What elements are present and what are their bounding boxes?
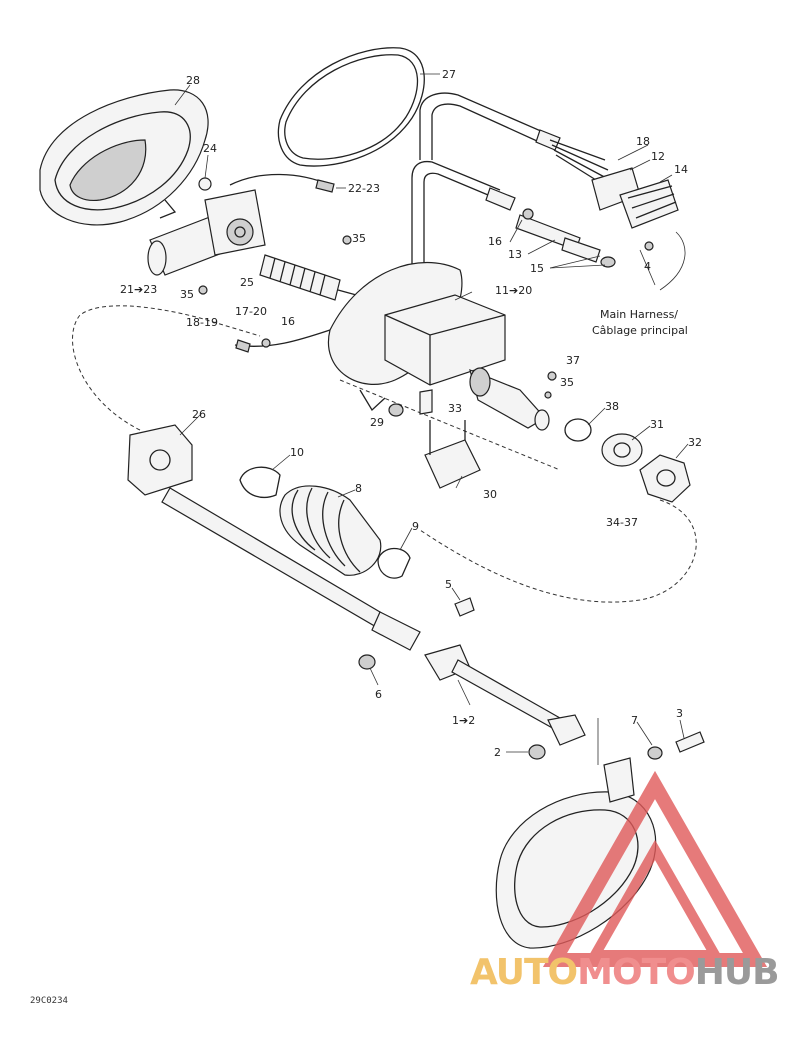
callout-4: 4 [644,260,651,273]
callout-5: 5 [445,578,452,591]
part-1-2-link [424,644,586,760]
part-27-cable [277,47,440,167]
part-8-boot [239,466,411,579]
callout-38: 38 [605,400,619,413]
callout-7: 7 [631,714,638,727]
callout-12: 12 [651,150,665,163]
watermark-hub: HUB [694,952,780,993]
watermark-auto: AUTO [470,952,578,993]
figure-code: 29C0234 [30,996,68,1006]
callout-27: 27 [442,68,456,81]
callout-9: 9 [412,520,419,533]
callout-33: 33 [448,402,462,415]
watermark-logo [542,770,768,967]
callout-26: 26 [192,408,206,421]
callout-1-2: 1➔2 [452,714,475,727]
callout-22-23: 22-23 [348,182,380,195]
cable-route-dashed [72,305,697,603]
part-17-20-wire [234,329,331,353]
part-26-shaft [127,424,421,651]
callout-28: 28 [186,74,200,87]
callout-15: 15 [530,262,544,275]
callout-29: 29 [370,416,384,429]
part-12-14-18-connectors [549,139,686,291]
watermark-moto: MOTO [577,952,696,993]
part-21-23-motor [147,177,266,295]
part-31-32-38-washers [544,371,691,503]
part-3-7-hardware [647,731,705,760]
callout-34-37: 34-37 [606,516,638,529]
callout-13: 13 [508,248,522,261]
callout-3: 3 [676,707,683,720]
callout-17-20: 17-20 [235,305,267,318]
callout-32: 32 [688,436,702,449]
callout-11-20: 11➔20 [495,284,532,297]
callout-10: 10 [290,446,304,459]
callout-30: 30 [483,488,497,501]
harness-note-line1: Main Harness/ [600,308,678,321]
callout-14: 14 [674,163,688,176]
callout-18: 18 [636,135,650,148]
callout-16-left: 16 [281,315,295,328]
callout-labels: 28 27 24 22-23 18 12 14 35 16 13 15 4 21… [120,68,702,759]
callout-6: 6 [375,688,382,701]
watermark-text: AUTOMOTOHUB [470,952,780,993]
callout-25: 25 [240,276,254,289]
callout-2: 2 [494,746,501,759]
part-5-6-hardware [358,597,475,670]
leader-lines [174,84,689,753]
part-13-16-sensor [515,208,616,268]
harness-note-line2: Câblage principal [592,324,688,337]
callout-35-top: 35 [352,232,366,245]
part-29-30-33-bracket [388,389,481,489]
callout-8: 8 [355,482,362,495]
part-25-spring [259,235,361,301]
part-28-cover [39,89,209,226]
callout-35-right: 35 [560,376,574,389]
callout-18-19: 18-19 [186,316,218,329]
part-22-23-wire [229,173,346,193]
callout-21-23: 21➔23 [120,283,157,296]
callout-37: 37 [566,354,580,367]
part-11-20-control-box [327,92,561,431]
callout-35-left: 35 [180,288,194,301]
callout-24: 24 [203,142,217,155]
callout-16-right: 16 [488,235,502,248]
callout-31: 31 [650,418,664,431]
